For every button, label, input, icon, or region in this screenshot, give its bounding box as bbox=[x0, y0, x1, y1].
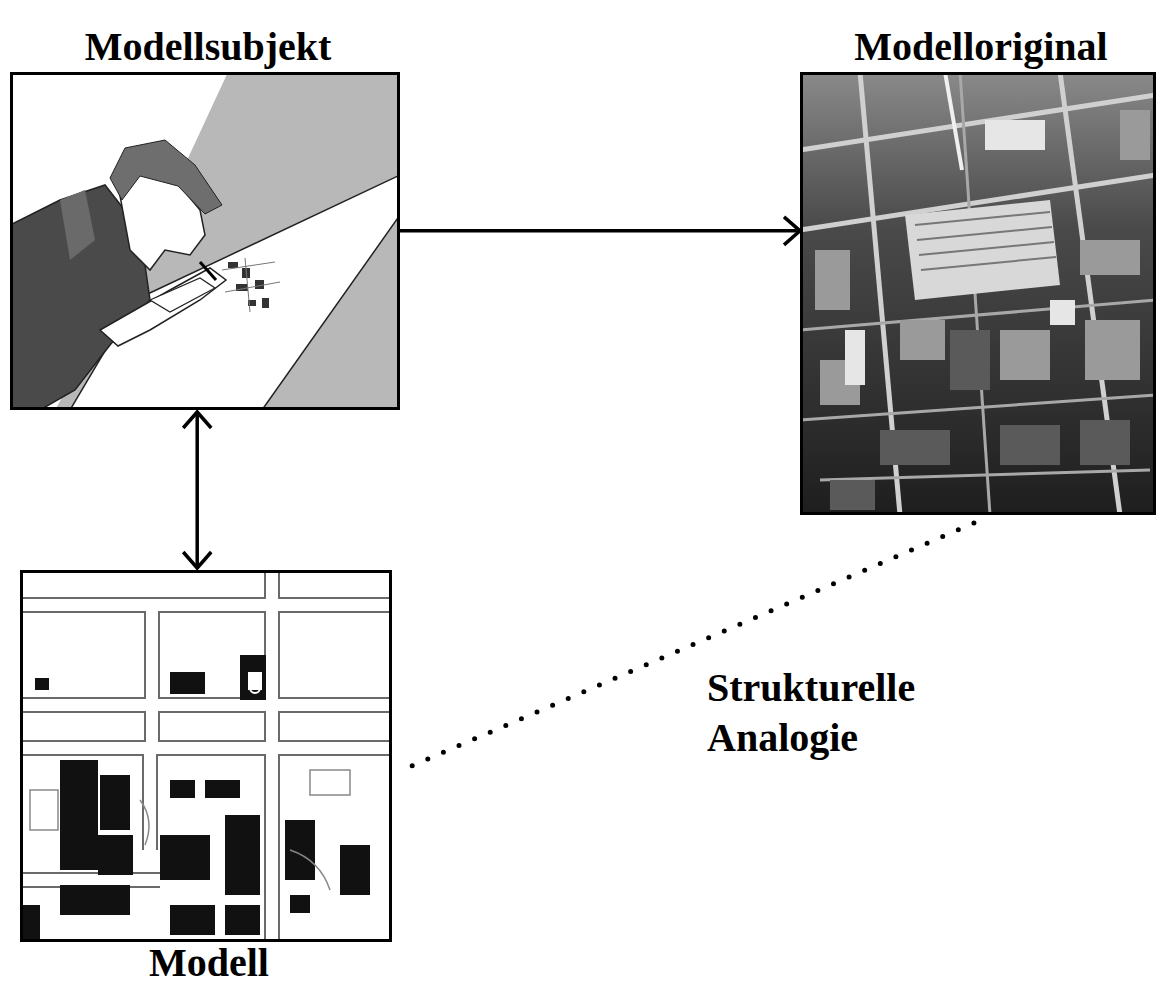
arrow-head bbox=[183, 412, 211, 428]
model-box: Modell bbox=[20, 570, 392, 942]
connector-line bbox=[195, 412, 199, 568]
arrow-head bbox=[784, 217, 800, 245]
dotted-connector bbox=[412, 517, 987, 765]
connector-label: Strukturelle Analogie bbox=[703, 663, 951, 763]
subject-box: Modellsubjekt bbox=[10, 72, 400, 410]
drawing-person-illustration bbox=[10, 72, 400, 410]
box-heading: Modelloriginal bbox=[854, 25, 1107, 69]
original-box: Modelloriginal bbox=[800, 72, 1156, 515]
aerial-photo-illustration bbox=[800, 72, 1156, 515]
connector-line bbox=[412, 517, 987, 765]
connector-line bbox=[400, 229, 800, 233]
arrow-head bbox=[183, 552, 211, 568]
box-heading: Modell bbox=[149, 941, 269, 985]
arrow-connector bbox=[400, 217, 800, 245]
campus-map-illustration bbox=[20, 570, 392, 942]
arrow-connector bbox=[183, 412, 211, 568]
box-heading: Modellsubjekt bbox=[85, 25, 332, 69]
